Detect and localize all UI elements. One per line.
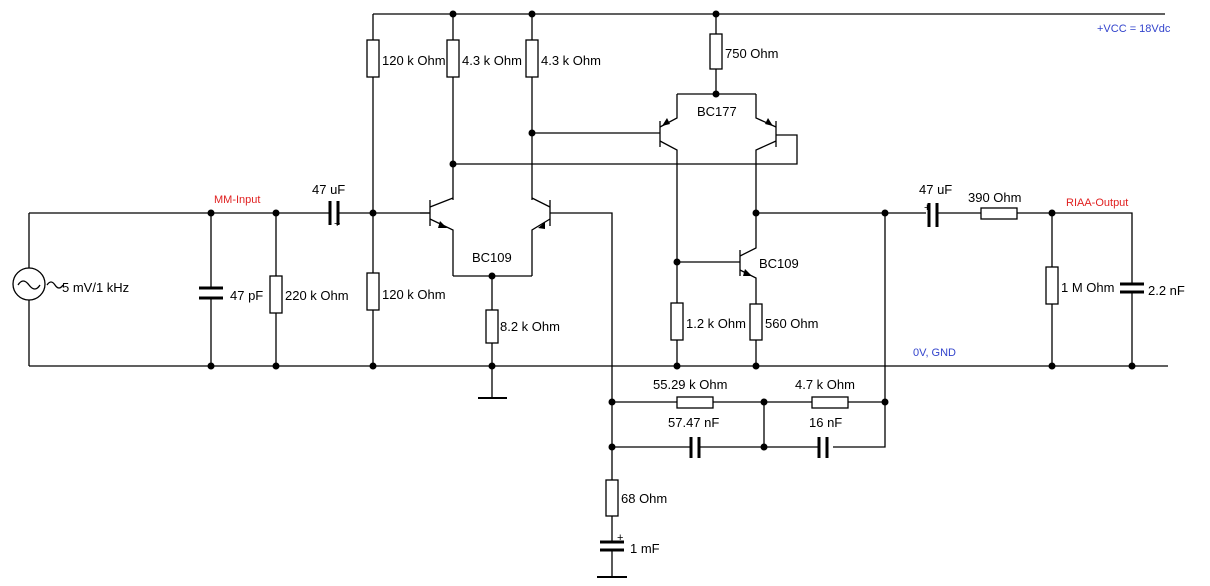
r-in-shunt-label: 220 k Ohm (285, 288, 349, 303)
c-fb-2-label: 16 nF (809, 415, 842, 430)
c-fb-gnd-label: 1 mF (630, 541, 660, 556)
c-fb-1-label: 57.47 nF (668, 415, 719, 430)
input-label: MM-Input (214, 194, 260, 206)
r-fb-1-label: 55.29 k Ohm (653, 377, 727, 392)
polarity-mark-out: + (924, 202, 930, 214)
q-diff-label: BC109 (472, 250, 512, 265)
q-vas-label: BC109 (759, 256, 799, 271)
c-load-label: 2.2 nF (1148, 283, 1185, 298)
r-col-2-label: 4.3 k Ohm (541, 53, 601, 68)
r-mirror-label: 750 Ohm (725, 46, 778, 61)
r-tail-label: 8.2 k Ohm (500, 319, 560, 334)
current-mirror (659, 14, 777, 262)
gnd-label: 0V, GND (913, 347, 956, 359)
r-col-1-label: 4.3 k Ohm (462, 53, 522, 68)
output-section: + (924, 202, 1144, 366)
r-fb-gnd-label: 68 Ohm (621, 491, 667, 506)
output-label: RIAA-Output (1066, 197, 1128, 209)
bias-divider (366, 14, 380, 366)
differential-pair (420, 14, 798, 399)
r-vas-emit-label: 560 Ohm (765, 316, 818, 331)
r-fb-2-label: 4.7 k Ohm (795, 377, 855, 392)
input-section: + (12, 201, 430, 366)
polarity-mark: + (334, 218, 340, 230)
vas-stage (670, 212, 926, 366)
r-out-label: 390 Ohm (968, 190, 1021, 205)
r-load-label: 1 M Ohm (1061, 280, 1114, 295)
vcc-label: +VCC = 18Vdc (1097, 23, 1171, 35)
c-out-label: 47 uF (919, 182, 952, 197)
q-mirror-label: BC177 (697, 104, 737, 119)
r-vas-base-label: 1.2 k Ohm (686, 316, 746, 331)
riaa-feedback: + (597, 213, 886, 578)
polarity-mark-fb: + (617, 532, 623, 544)
junction-dots (207, 10, 1136, 451)
source-label: 5 mV/1 kHz (62, 280, 129, 295)
r-bias-top-label: 120 k Ohm (382, 53, 446, 68)
c-in-shunt-label: 47 pF (230, 288, 263, 303)
r-bias-bot-label: 120 k Ohm (382, 287, 446, 302)
c-in-label: 47 uF (312, 182, 345, 197)
